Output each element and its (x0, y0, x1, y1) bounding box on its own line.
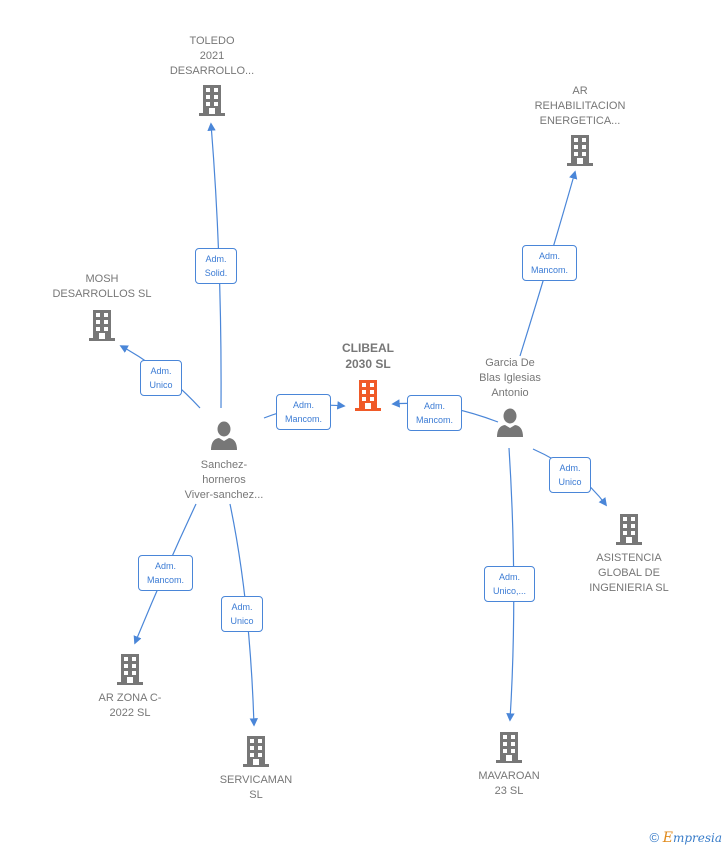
node-mosh-desarrollos[interactable]: MOSH DESARROLLOS SL (52, 272, 152, 342)
building-icon (496, 732, 522, 763)
edge-label-sanchez-clibeal: Adm. Mancom. (276, 394, 331, 430)
footer-brand: © Empresia (649, 830, 722, 846)
node-toledo[interactable]: TOLEDO 2021 DESARROLLO... (162, 34, 262, 117)
building-icon (616, 514, 642, 545)
node-label: Sanchez- horneros Viver-sanchez... (184, 459, 264, 501)
edge-label-ar-rehab: Adm. Mancom. (522, 245, 577, 281)
node-clibeal[interactable]: CLIBEAL 2030 SL (330, 340, 406, 412)
node-label: TOLEDO 2021 DESARROLLO... (169, 35, 255, 77)
node-label: AR ZONA C- 2022 SL (98, 692, 162, 719)
building-icon (243, 736, 269, 767)
building-icon (567, 135, 593, 166)
node-sanchez-horneros[interactable]: Sanchez- horneros Viver-sanchez... (172, 420, 276, 503)
building-icon (355, 380, 381, 411)
node-ar-rehabilitacion[interactable]: AR REHABILITACION ENERGETICA... (522, 84, 638, 167)
node-servicaman[interactable]: SERVICAMAN SL (206, 734, 306, 803)
brand-name: mpresia (672, 831, 722, 845)
brand-initial: E (662, 830, 673, 846)
building-icon (117, 654, 143, 685)
edge-label-servicaman: Adm. Unico (221, 596, 263, 632)
edge-label-mosh: Adm. Unico (140, 360, 182, 396)
edge-label-ar-zona: Adm. Mancom. (138, 555, 193, 591)
node-mavaroan[interactable]: MAVAROAN 23 SL (459, 730, 559, 799)
edge-label-garcia-clibeal: Adm. Mancom. (407, 395, 462, 431)
building-icon (89, 310, 115, 341)
edge-label-asistencia: Adm. Unico (549, 457, 591, 493)
node-label: SERVICAMAN SL (219, 774, 293, 801)
edge-label-toledo: Adm. Solid. (195, 248, 237, 284)
node-label: Garcia De Blas Iglesias Antonio (479, 357, 541, 399)
node-ar-zona[interactable]: AR ZONA C- 2022 SL (80, 652, 180, 721)
edge-label-mavaroan: Adm. Unico,... (484, 566, 535, 602)
building-icon (199, 85, 225, 116)
person-icon (211, 421, 237, 450)
node-label: MAVAROAN 23 SL (478, 770, 540, 797)
node-label: MOSH DESARROLLOS SL (52, 273, 152, 300)
person-icon (497, 408, 523, 437)
node-label: AR REHABILITACION ENERGETICA... (534, 85, 626, 127)
copyright-icon: © (649, 830, 660, 845)
node-label: ASISTENCIA GLOBAL DE INGENIERIA SL (589, 552, 669, 594)
node-garcia-de-blas[interactable]: Garcia De Blas Iglesias Antonio (460, 356, 560, 437)
node-label: CLIBEAL 2030 SL (342, 341, 394, 371)
node-asistencia-global[interactable]: ASISTENCIA GLOBAL DE INGENIERIA SL (574, 512, 684, 596)
